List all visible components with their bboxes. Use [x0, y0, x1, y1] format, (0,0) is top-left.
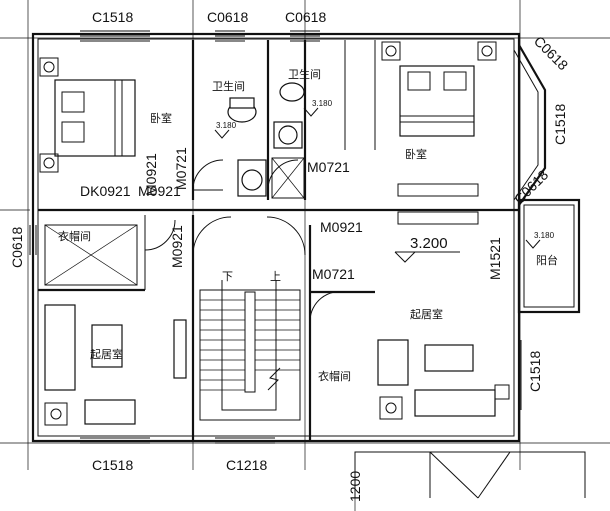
window-label-top-mid1: C0618 — [207, 9, 248, 25]
room-living-right: 起居室 — [410, 307, 443, 321]
elevation-bath2: 3.180 — [312, 99, 333, 108]
window-label-right-upper2: C1518 — [552, 104, 568, 145]
room-living-left: 起居室 — [90, 347, 123, 361]
staircase — [199, 280, 301, 421]
room-labels: 卧室 卫生间 卫生间 卧室 衣帽间 起居室 起居室 衣帽间 阳台 — [58, 67, 558, 383]
door-label-m0721-a: M0721 — [173, 147, 189, 190]
stair-down-label: 下 — [222, 270, 233, 283]
window-label-top-left: C1518 — [92, 9, 133, 25]
window-label-left-mid: C0618 — [9, 227, 25, 268]
door-label-dk0921: DK0921 — [80, 183, 131, 199]
door-label-m0921-a: M0921 — [138, 183, 181, 199]
window-label-right-lower: C1518 — [527, 351, 543, 392]
door-label-m0921-d: M0921 — [320, 219, 363, 235]
room-balcony: 阳台 — [536, 253, 558, 267]
window-label-bottom-mid: C1218 — [226, 457, 267, 473]
room-bedroom-left: 卧室 — [150, 111, 172, 125]
dimension-label: 1200 — [347, 471, 363, 502]
elevation-markers: 3.180 3.180 3.180 3.200 — [214, 99, 555, 263]
elevation-balcony: 3.180 — [534, 231, 555, 240]
windows — [29, 30, 522, 444]
room-closet-mid: 衣帽间 — [318, 369, 351, 383]
bathroom-fixtures — [227, 82, 305, 199]
door-label-m0721-b: M0721 — [307, 159, 350, 175]
door-label-m1521: M1521 — [487, 237, 503, 280]
window-label-right-upper1: C0618 — [531, 33, 572, 74]
furniture — [39, 41, 510, 426]
window-label-bottom-left: C1518 — [92, 457, 133, 473]
door-label-m0921-b: M0921 — [143, 153, 159, 196]
window-label-top-mid2: C0618 — [285, 9, 326, 25]
elevation-main: 3.200 — [410, 235, 448, 252]
room-bedroom-right: 卧室 — [405, 147, 427, 161]
elevation-bath1: 3.180 — [216, 121, 237, 130]
door-label-m0721-c: M0721 — [312, 266, 355, 282]
door-label-m0921-c: M0921 — [169, 225, 185, 268]
stair-up-label: 上 — [270, 270, 281, 283]
door-labels: DK0921 M0921 M0721 M0721 M0921 M0921 M09… — [80, 147, 503, 282]
room-closet-left: 衣帽间 — [58, 229, 91, 243]
room-bath2: 卫生间 — [288, 67, 321, 81]
doors — [144, 159, 520, 321]
room-bath1: 卫生间 — [212, 79, 245, 93]
